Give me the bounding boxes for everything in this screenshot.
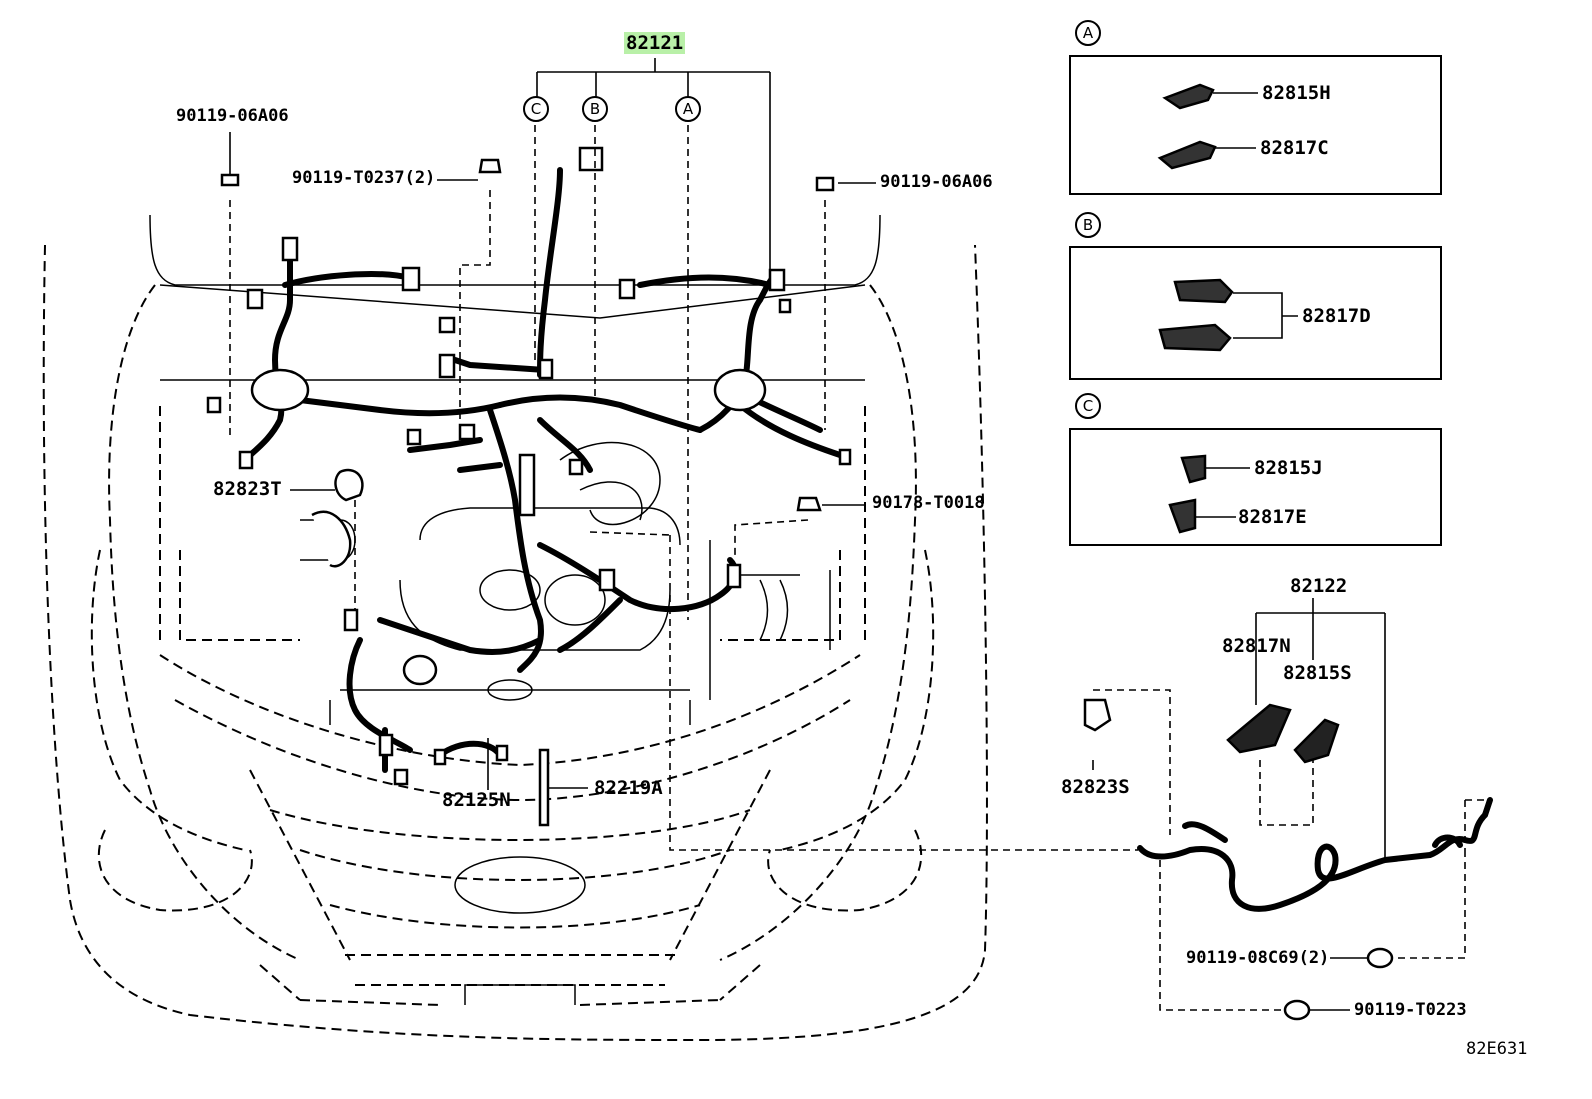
- part-label-82817n[interactable]: 82817N: [1222, 635, 1291, 657]
- bolt-label-90119-08c69[interactable]: 90119-08C69(2): [1186, 948, 1330, 968]
- detail-box-a: [1069, 55, 1442, 195]
- part-label-82817e[interactable]: 82817E: [1238, 506, 1307, 528]
- bolt-label-90119-t0223[interactable]: 90119-T0223: [1354, 1000, 1467, 1020]
- part-label-82823s[interactable]: 82823S: [1061, 776, 1130, 798]
- ref-circle-b-box: B: [1075, 212, 1101, 238]
- part-label-82815h[interactable]: 82815H: [1262, 82, 1331, 104]
- ref-circle-c-harness: C: [523, 96, 549, 122]
- detail-box-b: [1069, 246, 1442, 380]
- leader-lines-dashed: [229, 125, 1490, 1011]
- ref-circle-b-harness: B: [582, 96, 608, 122]
- vehicle-hood-lines: [149, 214, 881, 1005]
- part-label-82815s[interactable]: 82815S: [1283, 662, 1352, 684]
- detail-box-c: [1069, 428, 1442, 546]
- bolt-label-90178-t0018[interactable]: 90178-T0018: [872, 493, 985, 513]
- part-label-82817c[interactable]: 82817C: [1260, 137, 1329, 159]
- harness-connectors: [206, 146, 852, 786]
- detail-parts: [220, 83, 1394, 1021]
- part-label-82817d[interactable]: 82817D: [1302, 305, 1371, 327]
- ref-circle-c-box: C: [1075, 393, 1101, 419]
- part-label-82815j[interactable]: 82815J: [1254, 457, 1323, 479]
- ref-circle-a-harness: A: [675, 96, 701, 122]
- main-harness: [242, 167, 843, 773]
- leader-lines-solid: [229, 58, 1386, 1011]
- bolt-label-90119-t0237[interactable]: 90119-T0237(2): [292, 168, 436, 188]
- ref-circle-a-box: A: [1075, 20, 1101, 46]
- diagram-code: 82E631: [1466, 1039, 1528, 1059]
- sub-harness-82122: [1137, 797, 1493, 912]
- vehicle-outline: [42, 244, 988, 1042]
- bolt-label-90119-06a06-left[interactable]: 90119-06A06: [176, 106, 289, 126]
- part-82121-highlight[interactable]: 82121: [624, 32, 686, 54]
- part-label-82121[interactable]: 82121: [624, 32, 686, 54]
- bolt-label-90119-06a06-right[interactable]: 90119-06A06: [880, 172, 993, 192]
- part-label-82823t[interactable]: 82823T: [213, 478, 282, 500]
- part-label-82122[interactable]: 82122: [1290, 575, 1348, 597]
- part-label-82125n[interactable]: 82125N: [442, 789, 511, 811]
- part-label-82219a[interactable]: 82219A: [594, 777, 663, 799]
